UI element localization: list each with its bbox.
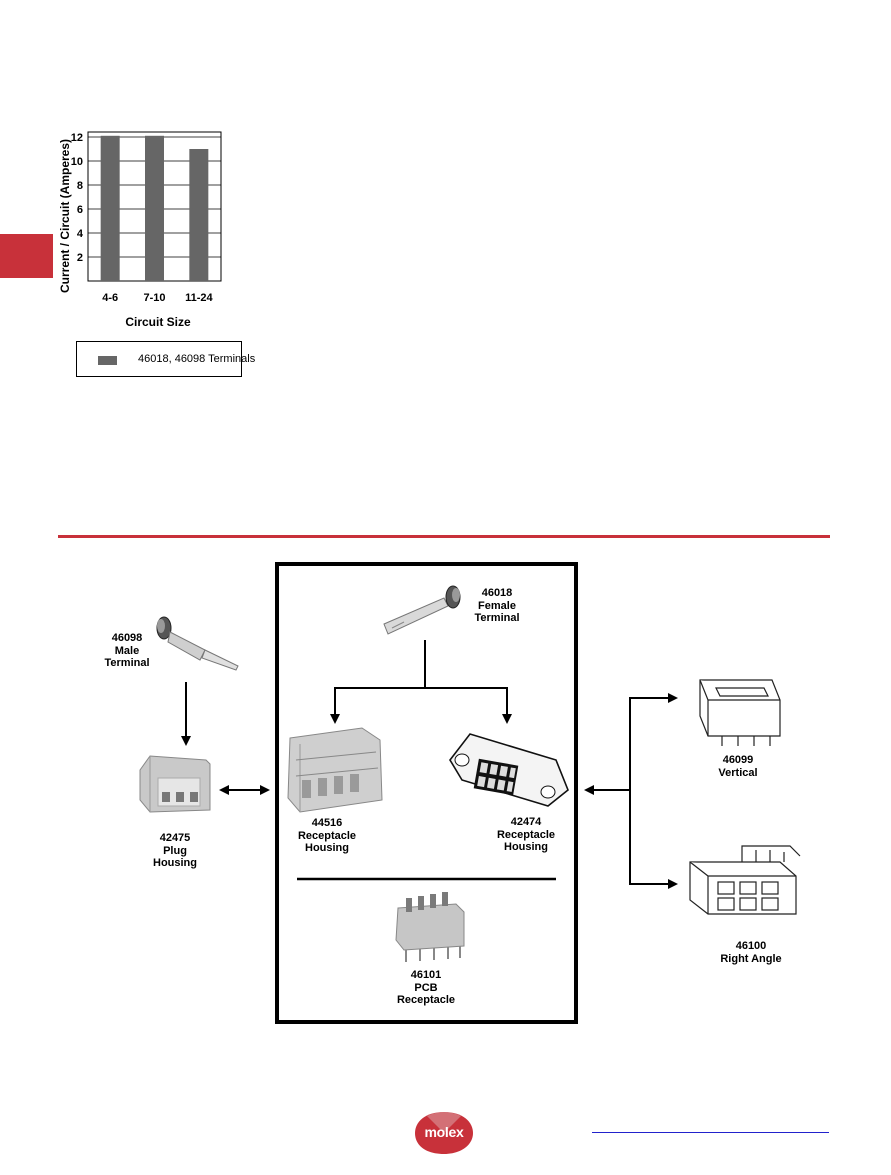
male-terminal-image <box>156 616 239 671</box>
x-tick-label: 4-6 <box>102 292 118 304</box>
footer-link-underline[interactable] <box>592 1132 829 1133</box>
plug-housing-image <box>139 755 211 813</box>
current-rating-chart: 2 4 6 8 10 12 4-6 7-10 11-24 Current / Circuit … <box>58 131 222 329</box>
section-tab <box>0 234 53 278</box>
y-tick-label: 12 <box>71 132 83 144</box>
section-divider <box>58 535 830 538</box>
receptacle-42474-image <box>449 733 569 807</box>
chart-legend: 46018, 46098 Terminals <box>76 341 255 377</box>
pcb-receptacle-image <box>395 892 465 962</box>
x-tick-label: 11-24 <box>185 292 213 304</box>
connector-arrows <box>181 640 678 889</box>
molex-logo[interactable]: molex <box>413 1110 475 1156</box>
bar-4-6 <box>100 135 120 281</box>
receptacle-44516-image <box>287 727 383 813</box>
female-terminal-image <box>383 585 461 635</box>
compatible-parts-box <box>275 562 578 1024</box>
y-tick-label: 6 <box>77 204 83 216</box>
x-tick-label: 7-10 <box>143 292 165 304</box>
right-angle-header-image <box>689 845 801 915</box>
x-axis-title: Circuit Size <box>125 315 191 329</box>
y-tick-label: 8 <box>77 180 83 192</box>
y-tick-label: 10 <box>71 156 83 168</box>
logo-oval-icon <box>415 1112 473 1154</box>
bar-11-24 <box>189 149 209 281</box>
y-tick-label: 4 <box>77 228 84 240</box>
product-family-diagram <box>139 562 801 1024</box>
y-tick-label: 2 <box>77 252 83 264</box>
legend-label: 46018, 46098 Terminals <box>138 353 256 365</box>
legend-swatch <box>98 356 117 365</box>
bar-7-10 <box>145 135 164 281</box>
logo-text: molex <box>424 1124 464 1140</box>
y-axis-title: Current / Circuit (Amperes) <box>58 139 72 293</box>
vertical-header-image <box>699 679 781 746</box>
